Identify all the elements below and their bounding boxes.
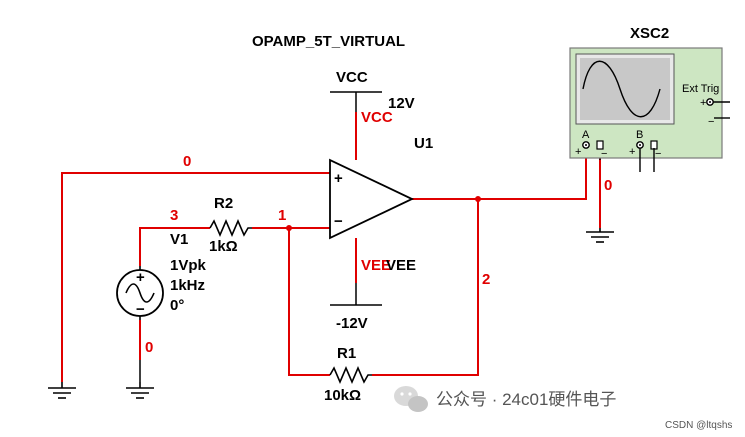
source-phase-label: 0° xyxy=(170,297,184,314)
net-label-top-wire: 0 xyxy=(183,153,191,170)
wire-feedback-right xyxy=(372,199,479,376)
source-ref-label: V1 xyxy=(170,231,188,248)
scope-waveform-icon xyxy=(582,60,661,118)
vee-value-label: -12V xyxy=(336,315,368,332)
r1-zigzag xyxy=(329,365,372,385)
source-minus-sign: − xyxy=(136,301,145,318)
wechat-logo-icon xyxy=(394,386,428,412)
scope-ref-label: XSC2 xyxy=(630,25,669,42)
source-plus-sign: + xyxy=(136,269,145,286)
source-frequency-label: 1kHz xyxy=(170,277,205,294)
scope-ext-trig-label: Ext Trig xyxy=(682,83,719,95)
net-label-source-ground: 0 xyxy=(145,339,153,356)
wire-source-to-r2 xyxy=(139,227,210,266)
opamp-body xyxy=(329,158,415,240)
resistor-r1[interactable] xyxy=(329,365,372,385)
net-label-scope-ground: 0 xyxy=(604,177,612,194)
opamp-ref-label: U1 xyxy=(414,135,433,152)
ground-icon-left xyxy=(48,382,76,399)
oscilloscope-xsc2[interactable]: Ext Trig A B + − + − + − xyxy=(569,47,730,172)
scope-ext-plus-sign: + xyxy=(700,97,706,109)
scope-a-ground-terminal[interactable] xyxy=(596,140,604,150)
vcc-pin-label: VCC xyxy=(361,109,393,126)
source-amplitude-label: 1Vpk xyxy=(170,257,207,274)
scope-b-plus-sign: + xyxy=(629,146,635,158)
vcc-value-label: 12V xyxy=(388,95,415,112)
scope-ext-minus-sign: − xyxy=(708,116,714,128)
junction-output xyxy=(475,196,481,202)
net-label-inverting-node: 1 xyxy=(278,207,286,224)
wire-output xyxy=(412,150,587,200)
wires xyxy=(61,112,601,382)
junction-inverting xyxy=(286,225,292,231)
vee-pin-label: VEE xyxy=(361,257,391,274)
vcc-name-label: VCC xyxy=(336,69,368,86)
scope-channel-a-label: A xyxy=(582,129,590,141)
r1-ref-label: R1 xyxy=(337,345,356,362)
opamp-plus-sign: + xyxy=(334,170,343,187)
black-stubs xyxy=(139,92,601,382)
r1-value-label: 10kΩ xyxy=(324,387,361,404)
r2-zigzag xyxy=(209,218,252,238)
ac-source-v1[interactable]: + − xyxy=(116,266,164,320)
scope-a-minus-sign: − xyxy=(601,148,607,160)
scope-screen xyxy=(580,58,670,120)
scope-b-minus-sign: − xyxy=(655,148,661,160)
sine-icon xyxy=(125,283,155,303)
ground-icon-scope xyxy=(586,228,614,243)
component-model-title: OPAMP_5T_VIRTUAL xyxy=(252,33,405,50)
vee-pin-label-overlap: VEE xyxy=(386,257,416,274)
resistor-r2[interactable] xyxy=(209,218,252,238)
opamp-u1[interactable]: + − xyxy=(329,158,415,240)
csdn-credit: CSDN @ltqshs xyxy=(665,420,732,431)
wire-feedback-left xyxy=(288,228,330,376)
r2-ref-label: R2 xyxy=(214,195,233,212)
wire-top-ground xyxy=(61,172,330,382)
net-label-output-node: 2 xyxy=(482,271,490,288)
r2-value-label: 1kΩ xyxy=(209,238,238,255)
scope-channel-b-label: B xyxy=(636,129,643,141)
scope-a-plus-sign: + xyxy=(575,146,581,158)
opamp-minus-sign: − xyxy=(334,213,343,230)
net-label-source-node: 3 xyxy=(170,207,178,224)
ground-icon-source xyxy=(126,382,154,399)
watermark-text: 公众号 · 24c01硬件电子 xyxy=(436,390,616,409)
